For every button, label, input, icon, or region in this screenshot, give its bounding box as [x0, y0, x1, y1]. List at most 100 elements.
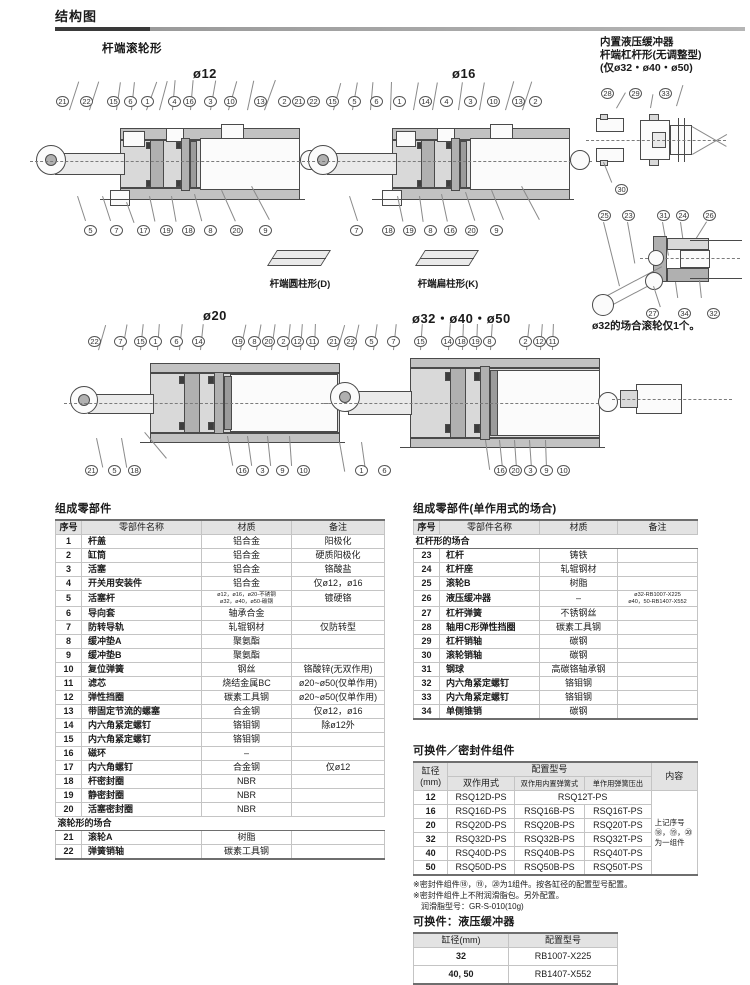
cell-name: 弹簧销轴	[81, 844, 202, 860]
callout-4-d16: 4	[440, 96, 453, 107]
callout-7-d16: 7	[350, 225, 363, 236]
cell-remark: 阳极化	[291, 534, 385, 549]
cell-name: 缓冲垫A	[81, 634, 202, 649]
seal-header-row-2: 双作用式 双作用内置弹簧式 单作用弹簧压出	[414, 776, 698, 791]
callout-15-d16: 15	[326, 96, 339, 107]
callout-5-d20: 5	[108, 465, 121, 476]
cell-remark	[291, 606, 385, 621]
callout-24: 24	[676, 210, 689, 221]
cell-remark	[617, 606, 698, 621]
cell-single-spring: RSQ50T-PS	[584, 860, 652, 876]
cell-remark: 仅防转型	[291, 620, 385, 635]
cell-name: 内六角螺钉	[81, 760, 202, 775]
cell-name: 杠杆销轴	[439, 634, 540, 649]
table-header-row: 缸径(mm) 配置型号	[413, 932, 618, 948]
cell-double-acting: RSQ12D-PS	[447, 790, 515, 805]
header-rule	[55, 27, 745, 31]
callout-7-d20: 7	[114, 336, 127, 347]
callout-8-d16: 8	[424, 225, 437, 236]
cell-remark: 镀硬铬	[291, 590, 385, 607]
note-line-3: (仅ø32・ø40・ø50)	[600, 62, 693, 74]
cell-name: 液压缓冲器	[439, 590, 540, 607]
cell-material: 轧辊钢材	[201, 620, 292, 635]
cell-double-spring: RSQ20B-PS	[513, 818, 586, 833]
cell-no: 7	[55, 620, 82, 635]
cell-bore: 50	[412, 860, 449, 876]
seal-header-row-1: 缸径 (mm) 配置型号 内容	[412, 761, 699, 791]
cell-no: 15	[55, 732, 82, 747]
cell-no: 1	[55, 534, 82, 549]
cell-no: 26	[413, 590, 440, 607]
cell-name: 内六角紧定螺钉	[81, 732, 202, 747]
callout-20-d32: 20	[509, 465, 522, 476]
callout-1-d32: 1	[355, 465, 368, 476]
cell-no: 2	[55, 548, 82, 563]
cell-remark: 仅ø12	[291, 760, 385, 775]
callout-29: 29	[629, 88, 642, 99]
cell-double-spring: RSQ40B-PS	[513, 846, 586, 861]
cell-name: 复位弹簧	[81, 662, 202, 677]
cell-no: 32	[413, 676, 440, 691]
cell-no: 21	[55, 830, 82, 845]
diagram-title-d16: ø16	[452, 66, 476, 81]
subheader-roller-case: 滚轮形的场合	[55, 816, 385, 831]
cell-no: 28	[413, 620, 440, 635]
callout-21-d32: 21	[327, 336, 340, 347]
callout-15: 15	[107, 96, 120, 107]
th-single-spring: 单作用弹簧压出	[584, 776, 652, 791]
callout-19-d32: 19	[469, 336, 482, 347]
cell-remark: 铬酸锌(无双作用)	[291, 662, 385, 677]
cell-remark	[291, 788, 385, 803]
cell-remark	[617, 576, 698, 591]
callout-8-d32: 8	[483, 336, 496, 347]
cell-remark	[291, 746, 385, 761]
cell-no: 12	[55, 690, 82, 705]
callout-2-d20: 2	[277, 336, 290, 347]
rod-end-d-label: 杆端圆柱形(D)	[269, 279, 331, 290]
cell-name: 导向套	[81, 606, 202, 621]
callout-10-d20: 10	[297, 465, 310, 476]
callout-10: 10	[224, 96, 237, 107]
cell-material: 铝合金	[201, 548, 292, 563]
callout-16-d20: 16	[236, 465, 249, 476]
cell-material: 烧结金属BC	[201, 676, 292, 691]
callout-20-d20: 20	[262, 336, 275, 347]
cell-name: 开关用安装件	[81, 576, 202, 591]
seal-kit-table-title: 可换件／密封件组件	[413, 745, 515, 757]
cell-double-acting: RSQ50D-PS	[447, 860, 515, 876]
callout-16-d16: 16	[444, 225, 457, 236]
note-line-2: 杆端杠杆形(无调整型)	[600, 49, 702, 61]
seal-kit-table-wrapper: 可换件／密封件组件 缸径 (mm) 配置型号 内容 双作用式 双作用内置弹簧式 …	[412, 742, 699, 912]
cell-single-spring: RSQ40T-PS	[584, 846, 652, 861]
cell-remark: 硬质阳极化	[291, 548, 385, 563]
cell-material: 聚氨酯	[201, 634, 292, 649]
table-header-row: 序号 零部件名称 材质 备注	[55, 519, 385, 535]
cell-name: 杠杆弹簧	[439, 606, 540, 621]
cell-model: RB1007-X225	[508, 947, 618, 966]
callout-20-d16: 20	[465, 225, 478, 236]
callout-28: 28	[601, 88, 614, 99]
callout-10-d16: 10	[487, 96, 500, 107]
cell-single-spring: RSQ20T-PS	[584, 818, 652, 833]
cell-material: 碳钢	[539, 704, 618, 720]
cell-material: 合金钢	[201, 704, 292, 719]
cell-material: NBR	[201, 788, 292, 803]
th-bore-line1: 缸径	[421, 765, 440, 776]
cell-material: NBR	[201, 802, 292, 817]
cell-material: 碳素工具钢	[201, 844, 292, 860]
